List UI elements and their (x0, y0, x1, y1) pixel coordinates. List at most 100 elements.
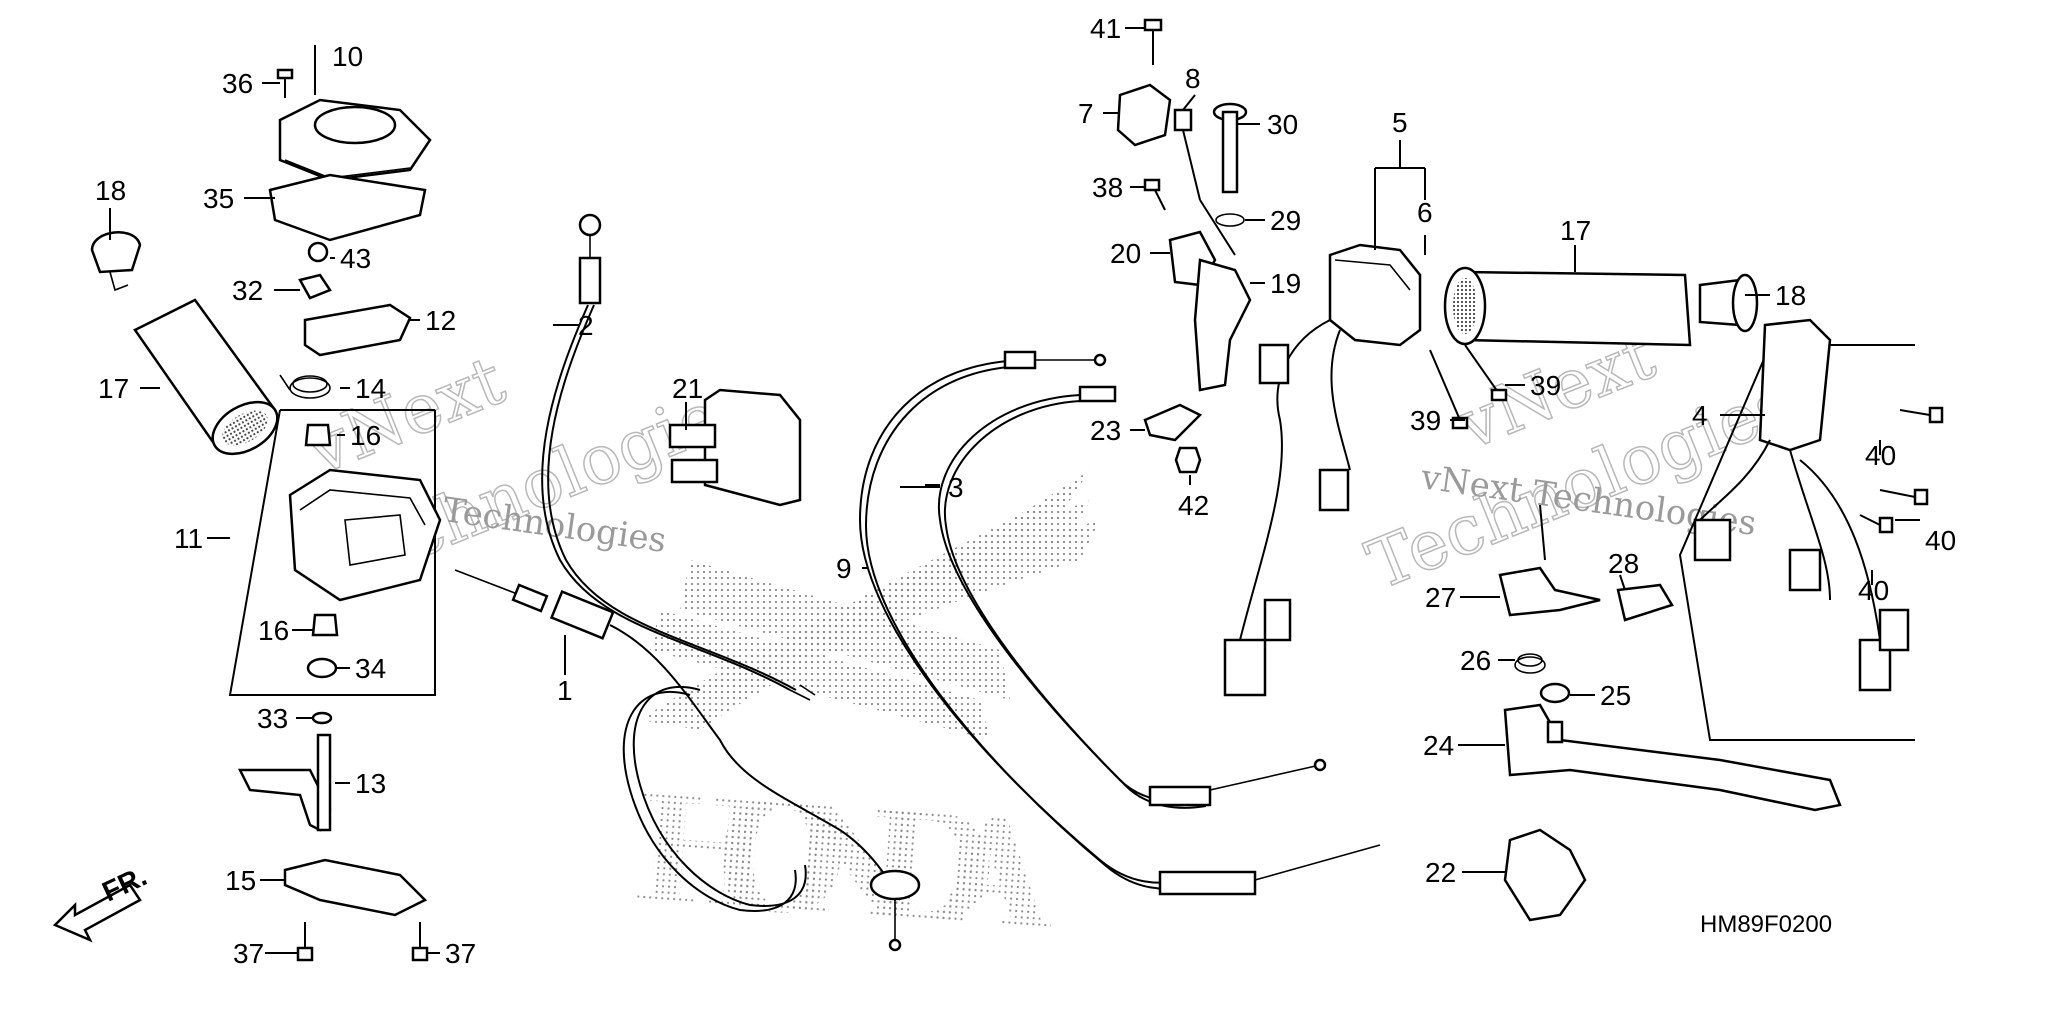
part-11-bracket (228, 409, 436, 696)
part-3-cable (937, 385, 1327, 809)
callout-21: 21 (672, 373, 703, 404)
part-15-holder (283, 858, 428, 917)
callout-12: 12 (425, 305, 456, 336)
part-40-screw-3 (1859, 514, 1894, 534)
part-28-cap (1616, 583, 1674, 622)
part-4-switch-assembly (1693, 318, 1910, 692)
part-9-cable (858, 350, 1381, 896)
front-direction-arrow: FR. (52, 860, 151, 943)
callout-10: 10 (332, 41, 363, 72)
part-35-gasket (268, 173, 427, 242)
part-5-6-handlebar-switch (1223, 243, 1422, 697)
part-39-screw-upper (1464, 344, 1508, 402)
part-33-washer (311, 711, 333, 725)
part-21-switch-housing (668, 388, 802, 507)
callout-19: 19 (1270, 268, 1301, 299)
callout-labels: 10 36 35 43 32 12 14 18 17 16 11 16 34 3… (95, 13, 1956, 969)
part-23-bracket (1143, 403, 1203, 442)
part-37-bolt-right (411, 922, 429, 962)
part-36-screw (276, 68, 294, 98)
part-17-left-grip (133, 298, 279, 456)
part-7-switch (1116, 83, 1172, 147)
callout-17-right: 17 (1560, 215, 1591, 246)
callout-3: 3 (948, 472, 964, 503)
callout-18-left: 18 (95, 175, 126, 206)
part-8-clip (1173, 108, 1193, 132)
diagram-code: HM89F0200 (1700, 911, 1832, 938)
part-12-plate (303, 303, 412, 357)
part-42-nut (1174, 446, 1202, 474)
callout-29: 29 (1270, 205, 1301, 236)
part-40-screw-1 (1899, 406, 1944, 424)
callout-9: 9 (836, 553, 852, 584)
part-37-bolt-left (296, 922, 314, 962)
part-38-screw (1143, 178, 1166, 211)
callout-40-lower: 40 (1858, 575, 1889, 606)
callout-42: 42 (1178, 490, 1209, 521)
callout-11: 11 (174, 523, 203, 554)
callout-13: 13 (355, 768, 386, 799)
callout-41: 41 (1090, 13, 1121, 44)
callout-23: 23 (1090, 415, 1121, 446)
part-18-right-endcap (1698, 273, 1759, 333)
part-16-upper-cap (304, 423, 332, 447)
part-13-throttle-lever (237, 733, 332, 832)
callout-16-upper: 16 (350, 420, 381, 451)
callout-39-upper: 39 (1530, 370, 1561, 401)
callout-35: 35 (203, 183, 234, 214)
callout-39-lower: 39 (1410, 405, 1441, 436)
callout-5: 5 (1392, 107, 1408, 138)
part-26-spring (1514, 653, 1546, 674)
part-32-clip (298, 273, 332, 300)
callout-40-middle: 40 (1925, 525, 1956, 556)
part-40-screw-2 (1879, 488, 1929, 506)
part-39-screw-lower (1429, 349, 1469, 430)
callout-26: 26 (1460, 645, 1491, 676)
callout-1: 1 (557, 675, 573, 706)
callout-36: 36 (222, 68, 253, 99)
throttle-housing (288, 468, 442, 602)
callout-25: 25 (1600, 680, 1631, 711)
part-14-spring (279, 374, 331, 399)
callout-6: 6 (1417, 197, 1433, 228)
callout-4: 4 (1692, 400, 1708, 431)
callout-43: 43 (340, 243, 371, 274)
part-16-lower-cap (311, 613, 339, 637)
part-22-holder (1503, 828, 1587, 922)
part-41-bolt (1143, 18, 1163, 65)
callout-34: 34 (355, 653, 386, 684)
callout-15: 15 (225, 865, 256, 896)
part-24-brake-lever (1503, 703, 1842, 812)
part-30-pin (1212, 102, 1248, 194)
callout-18-right: 18 (1775, 280, 1806, 311)
callout-28: 28 (1608, 548, 1639, 579)
part-2-choke-cable (541, 213, 816, 701)
callout-2: 2 (578, 310, 594, 341)
part-34-bushing (306, 657, 338, 679)
callout-40-upper: 40 (1865, 440, 1896, 471)
callout-37-left: 37 (233, 938, 264, 969)
part-19-20-bracket (1168, 230, 1252, 392)
callout-14: 14 (355, 373, 386, 404)
part-18-left-endcap (90, 231, 142, 292)
callout-22: 22 (1425, 857, 1456, 888)
part-17-right-grip (1443, 266, 1692, 347)
leader-lines (109, 27, 1920, 954)
part-25-bushing (1539, 682, 1571, 704)
part-29-clip (1215, 213, 1245, 227)
part-1-throttle-cable (454, 569, 921, 952)
callout-17-left: 17 (98, 373, 129, 404)
callout-38: 38 (1092, 172, 1123, 203)
callout-32: 32 (232, 275, 263, 306)
callout-8: 8 (1185, 63, 1201, 94)
callout-7: 7 (1078, 98, 1094, 129)
part-27-lever-bracket (1498, 504, 1601, 617)
callout-33: 33 (257, 703, 288, 734)
part-43-nut (307, 241, 329, 263)
part-10-cover (278, 98, 432, 182)
callout-30: 30 (1267, 109, 1298, 140)
callout-27: 27 (1425, 582, 1456, 613)
callout-37-right: 37 (445, 938, 476, 969)
